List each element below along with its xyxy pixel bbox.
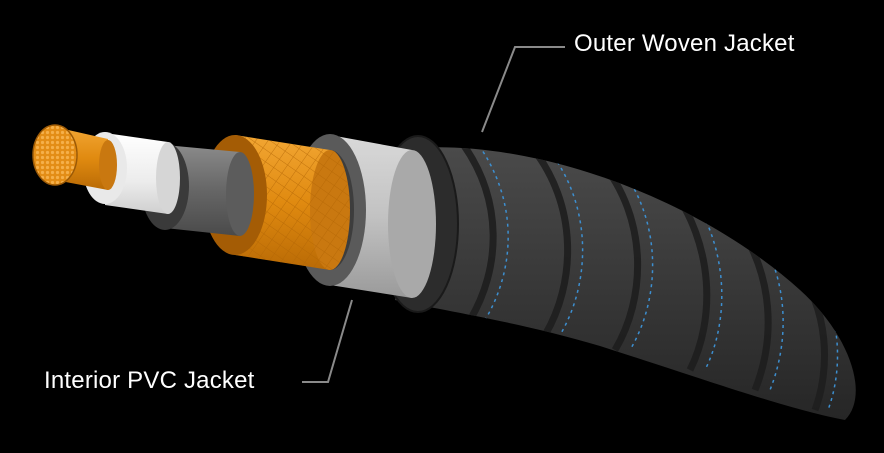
label-outer-woven-jacket: Outer Woven Jacket xyxy=(574,30,795,57)
label-interior-pvc-jacket: Interior PVC Jacket xyxy=(44,367,255,394)
leader-line-interior xyxy=(302,299,353,383)
outer-woven-jacket xyxy=(377,135,856,420)
leader-line-outer xyxy=(481,46,565,133)
copper-stranded-core xyxy=(32,124,117,190)
